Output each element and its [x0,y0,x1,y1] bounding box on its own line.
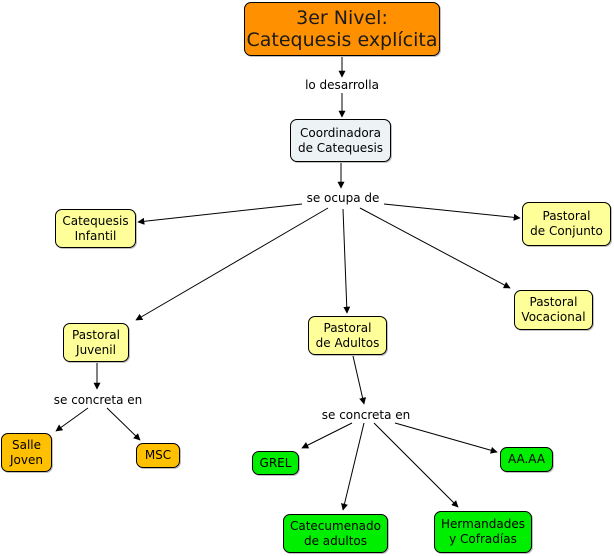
concept-root-3er-nivel[interactable]: 3er Nivel: Catequesis explícita [244,2,440,56]
link-to-aaaa [394,422,498,454]
link-to-grel [301,422,353,449]
link-to-catecumenado [341,422,365,511]
link-phrase-se-concreta-en-adultos[interactable]: se concreta en [318,408,414,422]
concept-label: MSC [144,448,172,462]
concept-pastoral-de-conjunto[interactable]: Pastoral de Conjunto [522,202,611,246]
link-to-salle-joven [55,407,89,432]
concept-label: GREL [259,455,292,470]
concept-pastoral-de-adultos[interactable]: Pastoral de Adultos [308,316,387,355]
link-to-pastoral-juvenil [135,207,329,321]
concept-label: Salle Joven [10,437,43,467]
link-to-pastoral-conjunto [383,203,521,221]
link-to-pastoral-vocacional [359,207,511,289]
concept-pastoral-juvenil[interactable]: Pastoral Juvenil [63,323,129,362]
concept-salle-joven[interactable]: Salle Joven [1,433,52,472]
concept-msc[interactable]: MSC [136,443,180,468]
link-phrase-se-ocupa-de[interactable]: se ocupa de [303,191,383,205]
concept-label: Catecumenado de adultos [289,518,381,548]
concept-catecumenado-de-adultos[interactable]: Catecumenado de adultos [283,514,388,553]
link-to-catequesis-infantil [137,203,303,225]
concept-label: 3er Nivel: Catequesis explícita [246,7,438,51]
link-to-hermandades [373,422,459,508]
concept-coordinadora-de-catequesis[interactable]: Coordinadora de Catequesis [290,119,391,162]
concept-pastoral-vocacional[interactable]: Pastoral Vocacional [514,290,593,330]
link-to-pastoral-adultos [342,208,351,314]
link-phrase-se-concreta-en-juvenil[interactable]: se concreta en [50,393,146,407]
concept-label: Pastoral Juvenil [72,327,120,357]
concept-label: Pastoral de Adultos [315,320,380,350]
link-to-msc [106,407,141,441]
concept-label: Catequesis Infantil [62,213,129,243]
concept-catequesis-infantil[interactable]: Catequesis Infantil [55,209,136,248]
concept-label: AA.AA [507,452,546,466]
concept-aa-aa[interactable]: AA.AA [500,447,553,472]
link-adultos-to-se-concreta-en [352,355,367,405]
concept-label: Coordinadora de Catequesis [297,125,384,155]
concept-label: Pastoral Vocacional [521,295,586,324]
concept-label: Hermandades y Cofradías [441,517,525,546]
concept-hermandades-y-cofradias[interactable]: Hermandades y Cofradías [434,511,532,553]
concept-label: Pastoral de Conjunto [530,209,603,238]
link-phrase-lo-desarrolla[interactable]: lo desarrolla [302,78,382,92]
concept-grel[interactable]: GREL [252,451,299,475]
